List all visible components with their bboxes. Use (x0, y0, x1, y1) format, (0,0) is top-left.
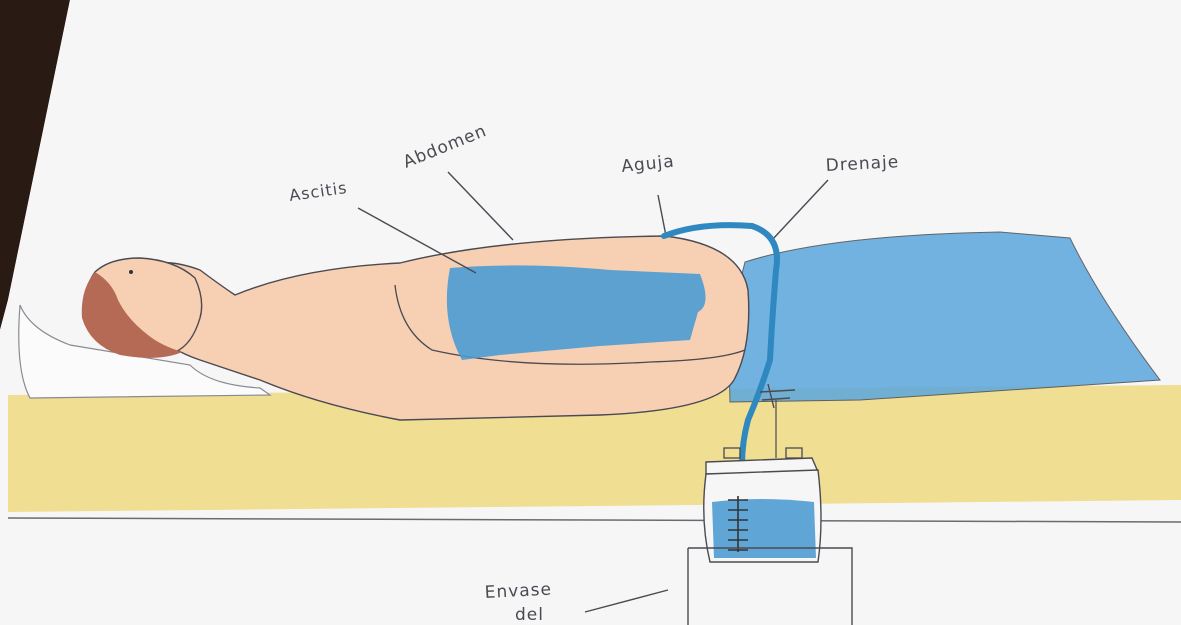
label-drenaje: Drenaje (825, 152, 899, 176)
label-envase-line1: Envase (484, 579, 552, 602)
label-envase-line2: del (515, 605, 544, 625)
patient-eye (129, 270, 133, 274)
container-fluid (712, 499, 816, 558)
